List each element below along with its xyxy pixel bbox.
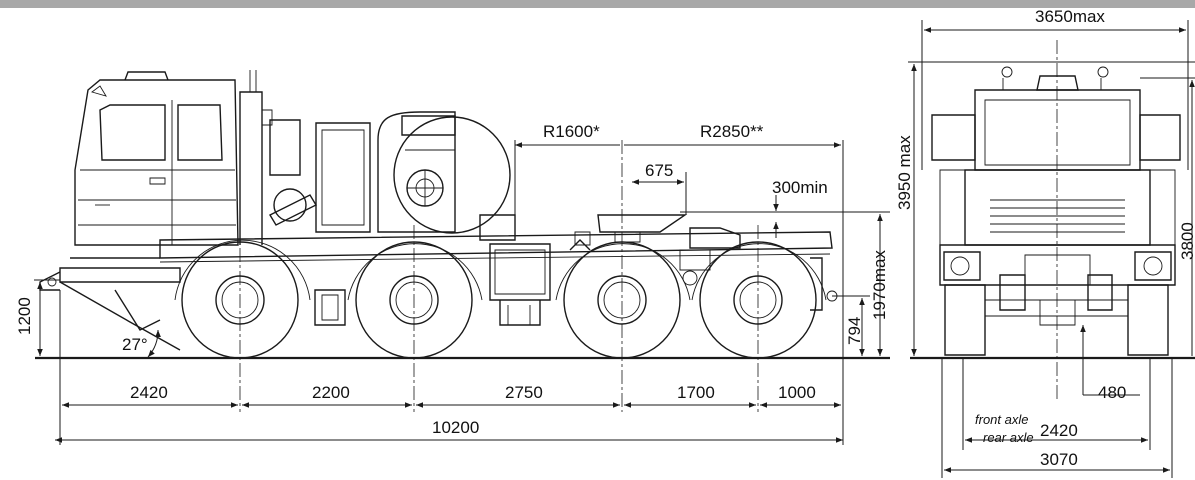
fifth-wheel	[597, 214, 741, 286]
front-axle-tyres	[944, 274, 1169, 356]
front-bumper	[114, 289, 161, 331]
turn-radius-2-label: R2850**	[700, 122, 764, 141]
overall-width-dim: 3650max	[921, 7, 1189, 170]
overall-height-label: 3950 max	[895, 135, 914, 210]
hitch-height-dim: 794	[832, 295, 870, 356]
ground-clearance-label: 480	[1098, 383, 1126, 402]
header-bar	[0, 0, 1195, 8]
wheelbase-dims: 2420 2200 2750 1700 1000	[62, 383, 841, 408]
ground-clearance-dim: 480	[1080, 325, 1140, 402]
coupling-height-dim: 1970max	[870, 214, 889, 356]
front-view: 3650max 3950 max 3800	[895, 7, 1195, 478]
suspension	[314, 231, 838, 326]
coupling-offset-label: 675	[645, 161, 673, 180]
overall-length-label: 10200	[432, 418, 479, 437]
wheelbase-2-label: 2200	[312, 383, 350, 402]
wheel-3	[555, 241, 691, 359]
track-width-dim: front axle rear axle 2420	[962, 358, 1151, 450]
rear-overhang-label: 1000	[778, 383, 816, 402]
overall-width-label: 3650max	[1035, 7, 1105, 26]
cab	[74, 71, 239, 246]
front-height-dim: 1200	[15, 279, 60, 356]
min-clearance-dim: 300min	[680, 178, 890, 238]
track-width-label: 2420	[1040, 421, 1078, 440]
turn-radius-1-label: R1600*	[543, 122, 600, 141]
fuel-tank	[489, 243, 551, 326]
rear-axle-label: rear axle	[983, 430, 1034, 445]
front-axle-label: front axle	[975, 412, 1028, 427]
overall-length-dim: 10200	[55, 418, 843, 443]
axle-centerlines	[59, 140, 844, 445]
coupling-height-label: 1970max	[870, 250, 889, 320]
wheelbase-4-label: 1700	[677, 383, 715, 402]
cab-height-label: 3800	[1178, 222, 1195, 260]
approach-angle: 27°	[122, 329, 161, 358]
front-height-label: 1200	[15, 297, 34, 335]
wheelbase-1-label: 2420	[130, 383, 168, 402]
exhaust-and-equipment	[239, 70, 516, 245]
turning-radius-dims: R1600* R2850**	[514, 122, 841, 240]
cab-front	[931, 66, 1181, 286]
wheel-4	[691, 241, 827, 359]
hitch-height-label: 794	[845, 317, 864, 345]
coupling-offset-dim: 675	[632, 161, 687, 215]
wheelbase-3-label: 2750	[505, 383, 543, 402]
body-width-dim: 3070	[941, 358, 1173, 478]
cab-height-dim: 3800	[1140, 77, 1195, 356]
approach-line	[59, 281, 181, 351]
overall-height-dim: 3950 max	[895, 61, 1195, 356]
side-view: 27° 1200 2420 2200 2750 1700 1000 10200	[15, 70, 890, 445]
body-width-label: 3070	[1040, 450, 1078, 469]
min-clearance-label: 300min	[772, 178, 828, 197]
approach-angle-label: 27°	[122, 335, 148, 354]
